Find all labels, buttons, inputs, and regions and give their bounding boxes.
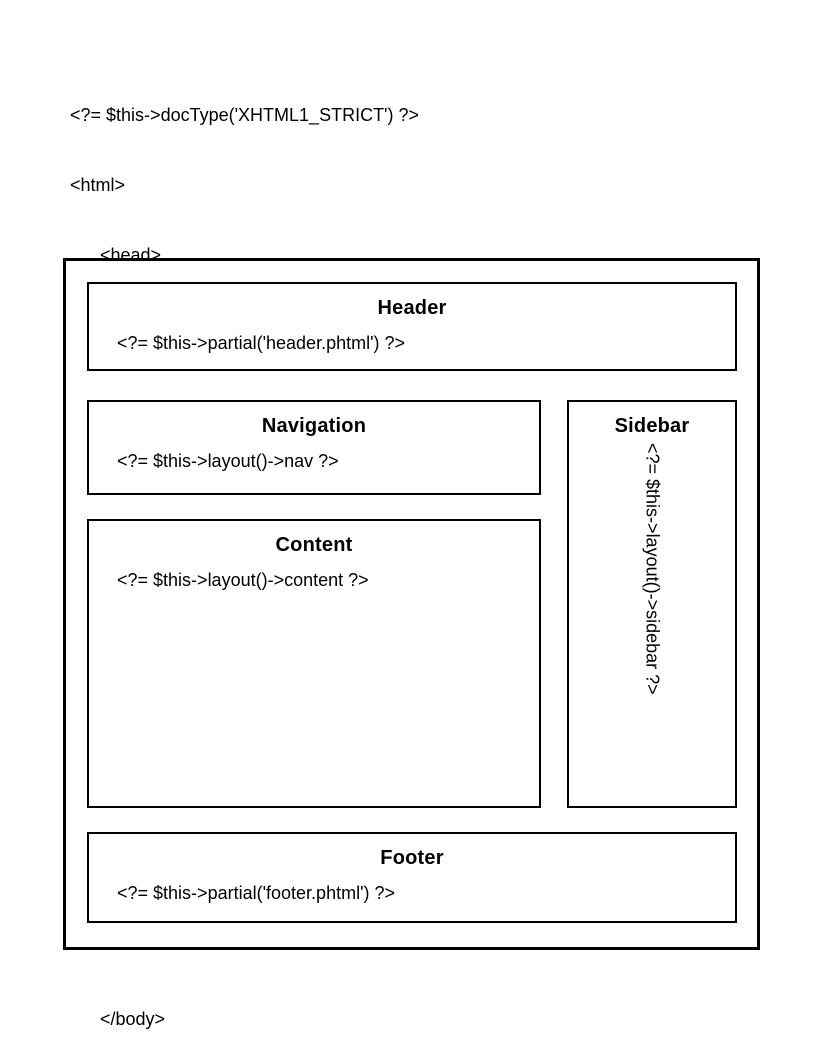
content-box-code: <?= $this->layout()->content ?> <box>117 570 369 590</box>
code-line-body-close: </body> <box>70 1008 166 1029</box>
footer-box-title: Footer <box>380 847 444 869</box>
navigation-box: Navigation <?= $this->layout()->nav ?> <box>87 400 541 495</box>
footer-box-code: <?= $this->partial('footer.phtml') ?> <box>117 883 396 903</box>
navigation-box-code: <?= $this->layout()->nav ?> <box>117 451 339 471</box>
header-box-title: Header <box>377 297 447 319</box>
content-box-title: Content <box>275 534 353 556</box>
header-box-code: <?= $this->partial('header.phtml') ?> <box>117 333 406 353</box>
sidebar-box-title: Sidebar <box>614 415 690 437</box>
code-block-bottom: </body> </html> <box>70 961 165 1056</box>
sidebar-box: Sidebar <?= $this->layout()->sidebar ?> <box>567 400 737 808</box>
header-box: Header <?= $this->partial('header.phtml'… <box>87 282 737 371</box>
sidebar-box-code: <?= $this->layout()->sidebar ?> <box>642 443 663 695</box>
code-line-html-open: <html> <box>70 175 126 196</box>
content-box: Content <?= $this->layout()->content ?> <box>87 519 541 808</box>
footer-box: Footer <?= $this->partial('footer.phtml'… <box>87 832 737 923</box>
code-line-doctype: <?= $this->docType('XHTML1_STRICT') ?> <box>70 104 420 125</box>
navigation-box-title: Navigation <box>261 415 367 437</box>
